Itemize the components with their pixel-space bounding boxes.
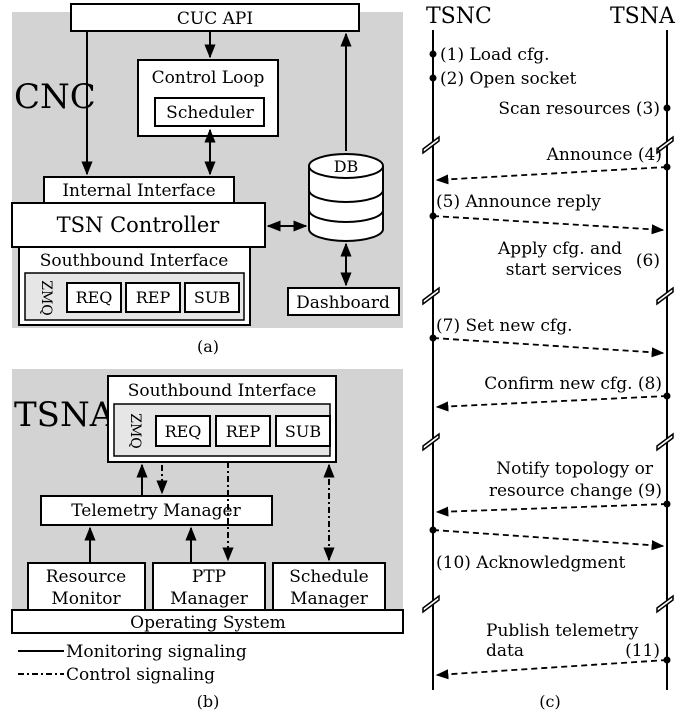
ptp-manager-label-2: Manager: [170, 589, 249, 609]
cuc-api-label: CUC API: [177, 9, 253, 29]
rep-box-a: [125, 282, 181, 313]
legend-monitoring-label: Monitoring signaling: [66, 642, 247, 662]
db-cylinder: [308, 153, 384, 242]
db-label: DB: [334, 157, 359, 176]
dashboard-label: Dashboard: [296, 293, 390, 313]
telemetry-manager-label: Telemetry Manager: [71, 501, 241, 521]
sub-label-b: SUB: [285, 422, 321, 441]
msg-notify-change: [435, 503, 668, 517]
label-m11-num: (11): [625, 641, 660, 661]
label-m9-2: resource change (9): [489, 481, 662, 501]
req-label-b: REQ: [165, 422, 202, 441]
resource-monitor-label-1: Resource: [46, 567, 126, 587]
label-m9-1: Notify topology or: [496, 459, 654, 479]
label-m3: Scan resources (3): [498, 99, 660, 119]
label-m6-2: start services: [506, 260, 622, 280]
resource-monitor-box: [27, 562, 146, 611]
zmq-label-a: ZMQ: [38, 280, 54, 316]
panel-a: CUC API CNC Control Loop Scheduler Inter…: [11, 3, 403, 356]
dot-3: [663, 104, 671, 112]
msg-announce: [435, 166, 668, 185]
label-m4: Announce (4): [546, 145, 662, 165]
msg-confirm-new-cfg: [435, 395, 668, 412]
southbound-interface-label-a: Southbound Interface: [40, 251, 229, 271]
scheduler-box: [154, 97, 265, 127]
sub-box-a: [184, 282, 240, 313]
control-loop-label: Control Loop: [152, 68, 265, 88]
dot-2: [429, 74, 437, 82]
schedule-manager-box: [272, 562, 386, 611]
label-m6-1: Apply cfg. and: [497, 239, 622, 259]
panel-b: TSNA Southbound Interface ZMQ REQ REP SU…: [11, 369, 404, 711]
schedule-manager-label-1: Schedule: [289, 567, 369, 587]
msg-acknowledgment: [432, 529, 665, 551]
operating-system-label: Operating System: [130, 613, 286, 633]
label-m7: (7) Set new cfg.: [436, 316, 573, 336]
telemetry-manager-box: [40, 495, 273, 526]
panel-c: TSNC TSNA: [422, 4, 676, 711]
southbound-interface-label-b: Southbound Interface: [128, 381, 317, 401]
caption-c: (c): [539, 692, 560, 711]
tsna-label-b: TSNA: [14, 395, 115, 435]
label-m10: (10) Acknowledgment: [436, 553, 626, 573]
tsnc-label: TSNC: [426, 4, 492, 29]
req-label-a: REQ: [76, 288, 113, 307]
label-m11-2: data: [486, 641, 524, 661]
label-m2: (2) Open socket: [440, 69, 577, 89]
dashboard-box: [287, 287, 400, 316]
msg-announce-reply: [432, 215, 665, 235]
ptp-manager-label-1: PTP: [192, 567, 226, 587]
rep-box-b: [215, 415, 271, 447]
req-box-b: [155, 415, 211, 447]
schedule-manager-label-2: Manager: [290, 589, 369, 609]
break-marks: [422, 135, 674, 614]
msg-set-new-cfg: [432, 337, 665, 358]
rep-label-a: REP: [136, 288, 171, 307]
caption-a: (a): [197, 337, 219, 356]
sub-box-b: [275, 415, 331, 447]
dot-1: [429, 50, 437, 58]
tsn-controller-label: TSN Controller: [57, 213, 221, 237]
cuc-api-box: [70, 3, 360, 32]
msg-publish-telemetry: [435, 659, 668, 680]
caption-b: (b): [197, 692, 220, 711]
resource-monitor-label-2: Monitor: [51, 589, 121, 609]
sub-label-a: SUB: [194, 288, 230, 307]
label-m11-1: Publish telemetry: [486, 621, 639, 641]
label-m5: (5) Announce reply: [436, 192, 601, 212]
label-m1: (1) Load cfg.: [440, 45, 550, 65]
rep-label-b: REP: [226, 422, 261, 441]
zmq-label-b: ZMQ: [127, 413, 143, 449]
tsna-label-c: TSNA: [610, 4, 676, 29]
legend-control-label: Control signaling: [66, 665, 215, 685]
req-box-a: [66, 282, 122, 313]
scheduler-label: Scheduler: [166, 103, 255, 123]
ptp-manager-box: [152, 562, 266, 611]
label-m6-num: (6): [636, 251, 660, 271]
cnc-label: CNC: [14, 77, 96, 117]
label-m8: Confirm new cfg. (8): [484, 374, 662, 394]
internal-interface-label: Internal Interface: [62, 181, 215, 201]
operating-system-box: [11, 609, 404, 634]
